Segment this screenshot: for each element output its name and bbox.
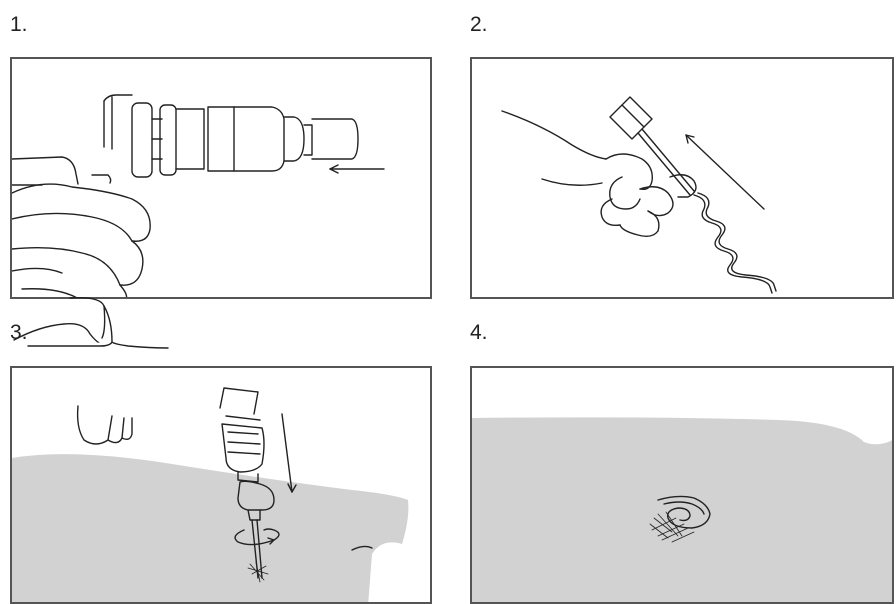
panel-step-3 <box>10 366 432 604</box>
drill-with-hand-illustration <box>12 94 385 297</box>
surface-area <box>472 417 892 602</box>
panel-step-1 <box>10 57 432 299</box>
panel-step-4 <box>470 366 894 604</box>
step-1-number: 1. <box>10 13 28 36</box>
drilling-into-surface-illustration <box>12 387 409 602</box>
installed-spiral-illustration <box>472 417 892 602</box>
step-2-number: 2. <box>470 13 488 36</box>
step-3-number: 3. <box>10 321 28 344</box>
surface-area <box>12 454 409 602</box>
panel-step-2 <box>470 57 894 299</box>
step-4-number: 4. <box>470 321 488 344</box>
hand-with-corkscrew-illustration <box>501 96 777 294</box>
